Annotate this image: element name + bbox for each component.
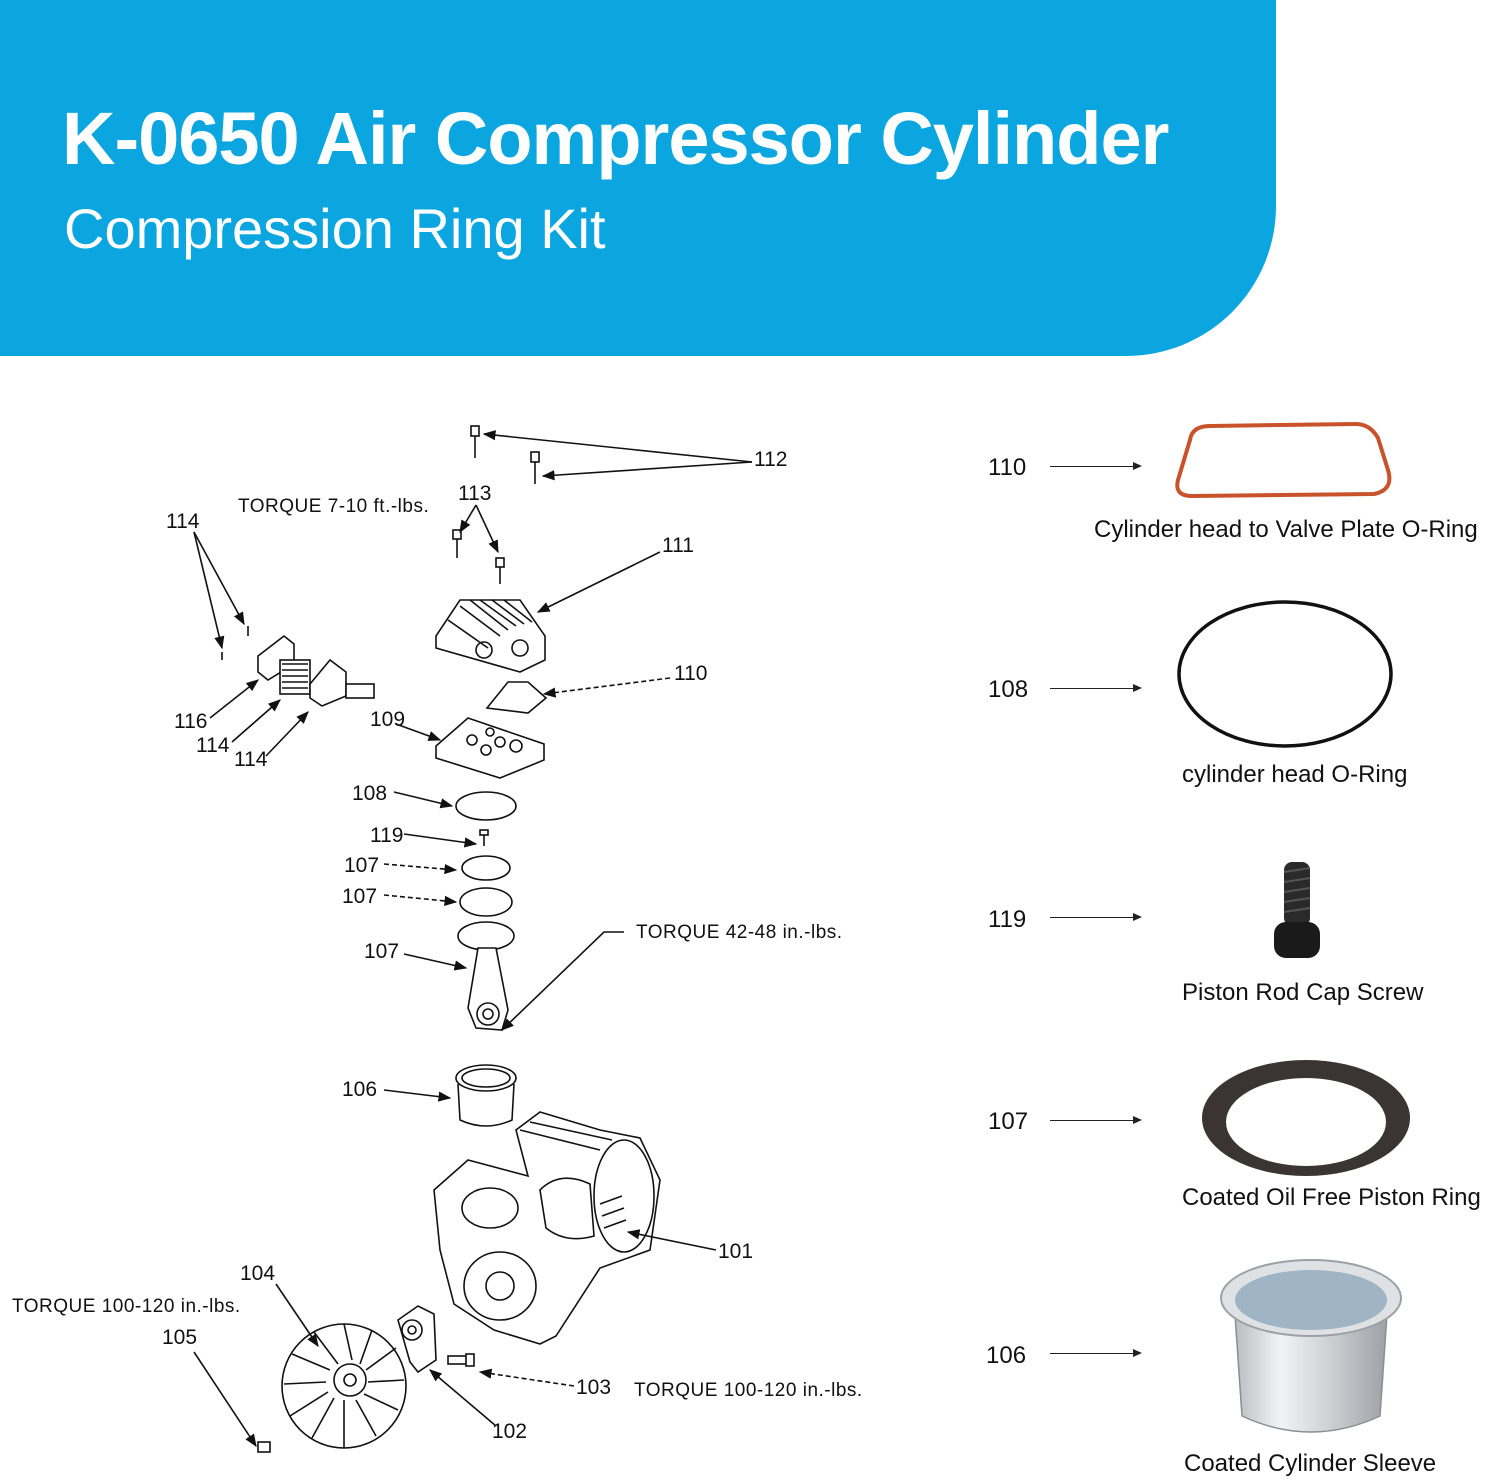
air-filter-assembly-shape xyxy=(221,626,375,707)
torque-rod-note: TORQUE 42-48 in.-lbs. xyxy=(636,922,843,943)
label-105: 105 xyxy=(162,1326,197,1349)
cap-screw-icon xyxy=(1274,862,1320,958)
arrow-icon xyxy=(1050,1116,1142,1124)
label-113: 113 xyxy=(458,482,491,505)
eccentric-shape xyxy=(397,1305,437,1374)
part-number: 108 xyxy=(988,676,1029,703)
page-subtitle: Compression Ring Kit xyxy=(64,197,606,260)
part-name: Coated Oil Free Piston Ring xyxy=(1182,1184,1481,1211)
part-number: 119 xyxy=(988,906,1027,933)
arrow-icon xyxy=(1050,462,1142,470)
head-o-ring-shape xyxy=(455,791,517,821)
label-110: 110 xyxy=(674,662,707,685)
label-108: 108 xyxy=(352,782,387,805)
label-109: 109 xyxy=(370,708,405,731)
label-114-housing: 114 xyxy=(234,748,268,771)
label-111: 111 xyxy=(662,534,694,557)
o-ring-icon xyxy=(1177,600,1393,748)
crankcase-motor-shape xyxy=(433,1111,661,1345)
torque-eccentric-note: TORQUE 100-120 in.-lbs. xyxy=(634,1380,863,1401)
part-name: Cylinder head to Valve Plate O-Ring xyxy=(1094,516,1478,543)
part-number: 107 xyxy=(988,1108,1029,1135)
arrow-icon xyxy=(1050,913,1142,921)
page-title: K-0650 Air Compressor Cylinder xyxy=(62,97,1169,180)
sleeve-shape xyxy=(455,1064,517,1127)
part-name: Coated Cylinder Sleeve xyxy=(1184,1450,1437,1477)
cylinder-head-shape xyxy=(435,599,546,673)
torque-head-note: TORQUE 7-10 ft.-lbs. xyxy=(238,496,429,517)
header-banner: K-0650 Air Compressor Cylinder Compressi… xyxy=(0,0,1276,356)
label-102: 102 xyxy=(492,1420,527,1443)
label-107-ring: 107 xyxy=(342,885,377,908)
cap-screw-shape xyxy=(479,829,489,846)
piston-ring-icon xyxy=(1202,1060,1410,1176)
fan-bolt-shape xyxy=(257,1441,271,1453)
part-name: cylinder head O-Ring xyxy=(1182,761,1408,788)
label-114-element: 114 xyxy=(196,734,230,757)
torque-fan-note: TORQUE 100-120 in.-lbs. xyxy=(12,1296,241,1317)
label-116: 116 xyxy=(174,710,207,733)
piston-ring-shape xyxy=(459,887,513,917)
head-bolt-shape xyxy=(470,425,540,484)
part-number: 106 xyxy=(986,1342,1027,1369)
arrow-icon xyxy=(1050,1349,1142,1357)
eccentric-bolt-shape xyxy=(447,1353,475,1367)
label-119: 119 xyxy=(370,824,403,847)
label-104: 104 xyxy=(240,1262,275,1285)
label-112: 112 xyxy=(754,448,787,471)
cylinder-sleeve-icon xyxy=(1220,1259,1402,1433)
label-106: 106 xyxy=(342,1078,377,1101)
piston-cap-shape xyxy=(461,855,511,881)
valve-plate-shape xyxy=(435,717,545,779)
label-101: 101 xyxy=(718,1240,753,1263)
arrow-icon xyxy=(1050,684,1142,692)
cooling-fan-shape xyxy=(281,1323,407,1449)
valve-plate-o-ring-icon xyxy=(1175,421,1392,499)
valve-bolt-shape xyxy=(452,529,505,584)
valve-o-ring-shape xyxy=(485,681,548,714)
part-name: Piston Rod Cap Screw xyxy=(1182,979,1424,1006)
label-107-rod: 107 xyxy=(364,940,399,963)
connecting-rod-shape xyxy=(457,921,515,1031)
label-107-cap: 107 xyxy=(344,854,379,877)
label-114-screws: 114 xyxy=(166,510,200,533)
label-103: 103 xyxy=(576,1376,611,1399)
part-number: 110 xyxy=(988,454,1027,481)
